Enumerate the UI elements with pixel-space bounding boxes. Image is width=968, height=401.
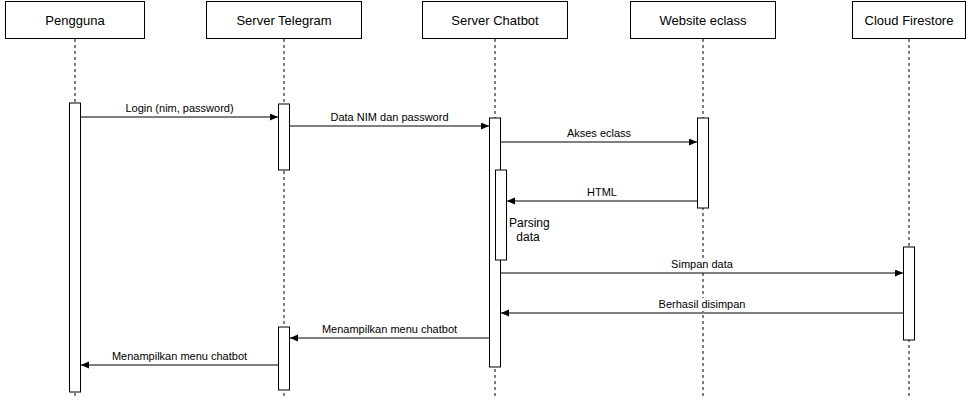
participant-box: Cloud Firestore: [852, 1, 966, 39]
activation-bar: [70, 103, 81, 392]
activation-note: Parsing data: [509, 216, 547, 244]
message-arrow: [501, 273, 903, 274]
message-arrow: [290, 338, 489, 339]
participant-name: Website eclass: [659, 13, 746, 28]
message-arrow: [81, 365, 278, 366]
message-arrow: [501, 313, 903, 314]
message-label: Berhasil disimpan: [657, 298, 748, 311]
message-label: Login (nim, password): [123, 102, 235, 115]
activation-bar: [279, 104, 290, 170]
activation-bar: [279, 327, 290, 390]
lifeline: [703, 39, 704, 398]
message-label: Akses eclass: [565, 127, 633, 140]
message-arrow: [81, 117, 278, 118]
participant-name: Cloud Firestore: [865, 13, 954, 28]
activation-bar: [496, 170, 507, 260]
participant-name: Pengguna: [45, 13, 104, 28]
participant-box: Server Chatbot: [422, 1, 568, 39]
message-label: HTML: [585, 186, 619, 199]
message-label: Simpan data: [669, 258, 735, 271]
message-label: Menampilkan menu chatbot: [110, 350, 249, 363]
participant-name: Server Telegram: [236, 13, 331, 28]
participant-name: Server Chatbot: [451, 13, 538, 28]
message-label: Data NIM dan password: [329, 111, 451, 124]
message-label: Menampilkan menu chatbot: [320, 323, 459, 336]
participant-box: Server Telegram: [206, 1, 362, 39]
participant-box: Website eclass: [630, 1, 776, 39]
message-arrow: [501, 142, 697, 143]
participant-box: Pengguna: [5, 1, 145, 39]
message-arrow: [290, 126, 489, 127]
activation-bar: [698, 118, 709, 208]
activation-bar: [904, 247, 915, 340]
lifeline: [909, 39, 910, 398]
message-arrow: [507, 201, 697, 202]
